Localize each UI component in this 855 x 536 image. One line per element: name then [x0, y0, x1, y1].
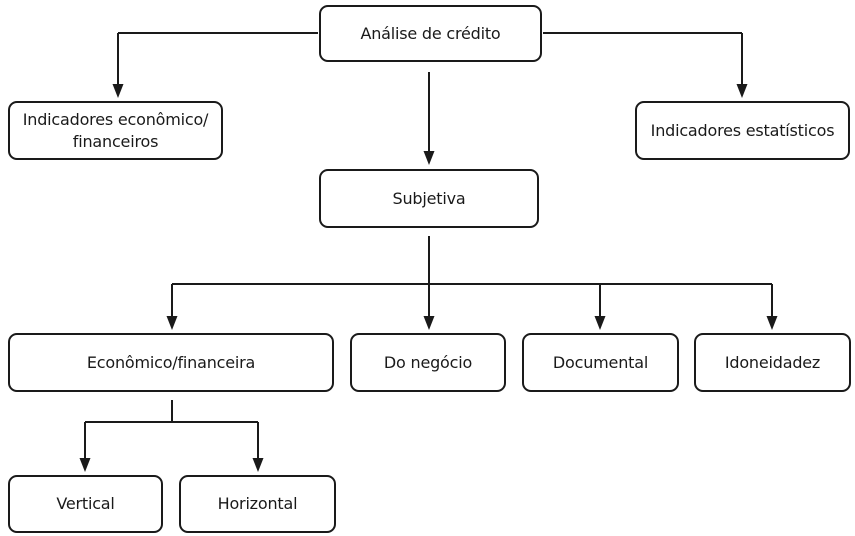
node-do-negocio-label: Do negócio — [383, 352, 473, 372]
node-horizontal-label: Horizontal — [217, 494, 298, 513]
arrowhead-do-negocio — [423, 316, 435, 330]
node-subjetiva-label: Subjetiva — [392, 188, 466, 208]
arrowhead-vertical — [79, 458, 91, 472]
arrowhead-documental — [594, 316, 606, 330]
node-analise-de-credito-label: Análise de crédito — [360, 23, 501, 43]
node-horizontal: Horizontal — [179, 475, 336, 533]
node-analise-de-credito: Análise de crédito — [319, 5, 542, 62]
node-economico-financeira: Econômico/financeira — [8, 333, 334, 392]
node-indicadores-estatisticos-label: Indicadores estatísticos — [650, 120, 835, 140]
node-idoneidadez-label: Idoneidadez — [724, 352, 821, 372]
arrowhead-indicadores-economico — [112, 84, 124, 98]
node-documental: Documental — [522, 333, 679, 392]
node-vertical: Vertical — [8, 475, 163, 533]
node-economico-financeira-label: Econômico/financeira — [86, 352, 256, 372]
arrowhead-horizontal — [252, 458, 264, 472]
arrowhead-subjetiva — [423, 151, 435, 165]
node-indicadores-economico-line2: financeiros — [72, 131, 159, 151]
arrowhead-economico-financeira — [166, 316, 178, 330]
node-subjetiva: Subjetiva — [319, 169, 539, 228]
arrowhead-indicadores-estatisticos — [736, 84, 748, 98]
node-indicadores-economico-line1: Indicadores econômico/ — [22, 109, 209, 129]
node-documental-label: Documental — [552, 352, 649, 372]
node-indicadores-economico-financeiros: Indicadores econômico/ financeiros — [8, 101, 223, 160]
node-do-negocio: Do negócio — [350, 333, 506, 392]
arrowhead-idoneidadez — [766, 316, 778, 330]
node-vertical-label: Vertical — [56, 494, 115, 513]
node-indicadores-estatisticos: Indicadores estatísticos — [635, 101, 850, 160]
node-idoneidadez: Idoneidadez — [694, 333, 851, 392]
